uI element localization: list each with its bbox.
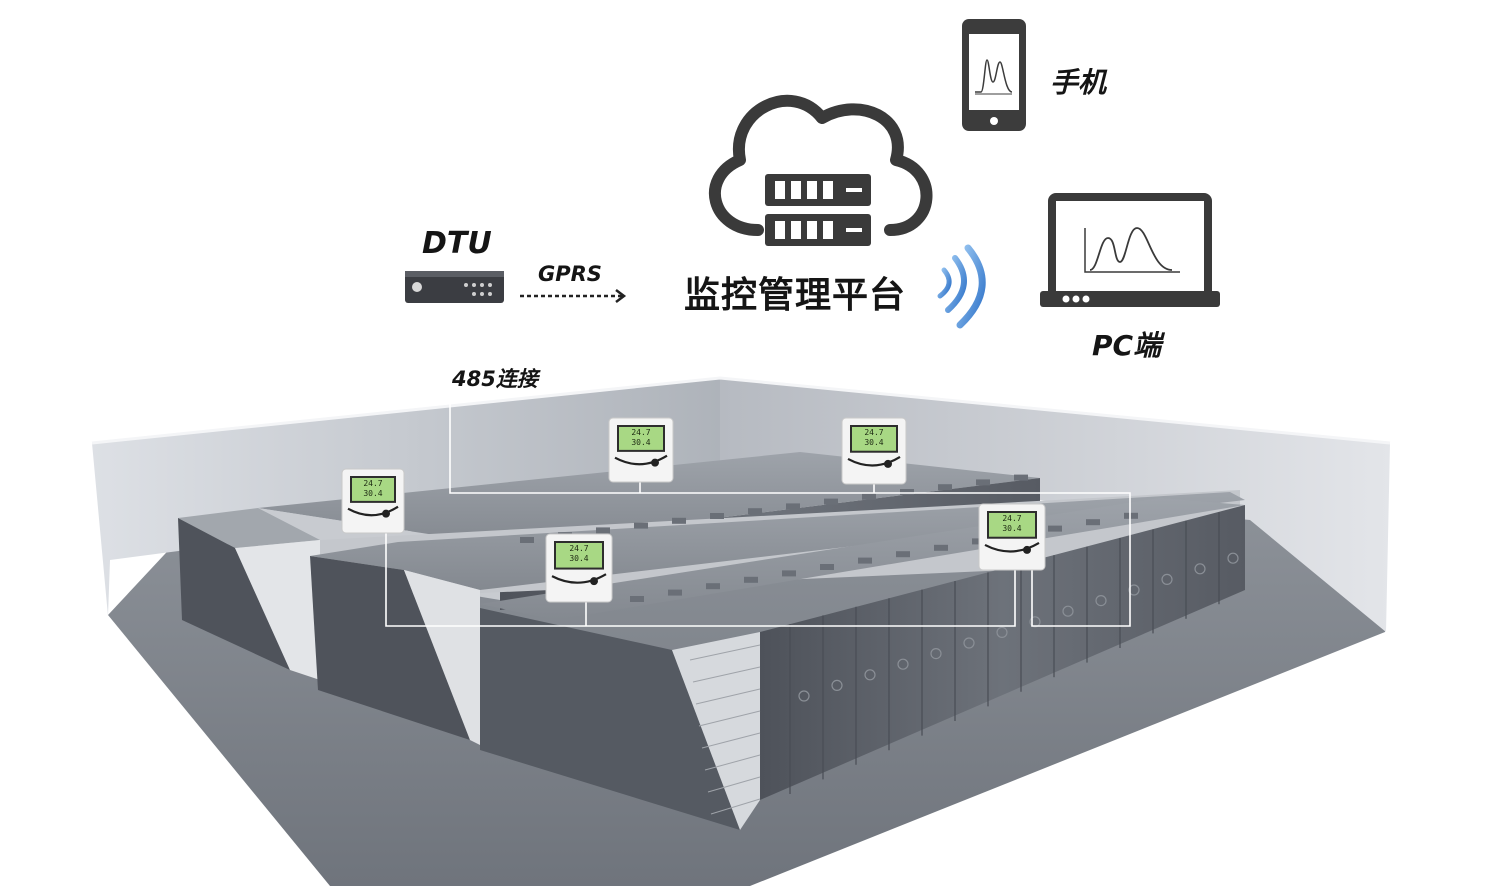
cloud-server-icon (709, 94, 933, 246)
sensor-temperature-reading: 24.7 (864, 428, 883, 437)
sensor-humidity-reading: 30.4 (631, 438, 650, 447)
mobile-phone-icon (962, 19, 1026, 131)
dtu-device-icon (405, 271, 504, 303)
gprs-label: GPRS (538, 262, 602, 286)
sensor-device-icon: 24.730.4 (608, 417, 674, 483)
sensor-temperature-reading: 24.7 (1002, 514, 1021, 523)
laptop-icon (1040, 193, 1220, 307)
cabinet-details (520, 474, 1239, 815)
front-cabinet-end (480, 608, 740, 830)
sensor-group: 24.730.424.730.424.730.424.730.424.730.4 (341, 417, 1046, 603)
sensor-temperature-reading: 24.7 (631, 428, 650, 437)
sensor-temperature-reading: 24.7 (363, 479, 382, 488)
dtu-label: DTU (422, 226, 492, 261)
sensor-device-icon: 24.730.4 (978, 503, 1046, 571)
sensor-humidity-reading: 30.4 (1002, 524, 1021, 533)
sensor-humidity-reading: 30.4 (569, 554, 588, 563)
rs485-connection-label: 485连接 (452, 367, 538, 391)
front-cabinet-side (760, 505, 1245, 800)
sensor-device-icon: 24.730.4 (841, 417, 907, 485)
gprs-arrow (520, 289, 627, 303)
sensor-humidity-reading: 30.4 (864, 438, 883, 447)
pc-label: PC端 (1092, 329, 1162, 362)
phone-label: 手机 (1050, 66, 1107, 99)
sensor-temperature-reading: 24.7 (569, 544, 588, 553)
sensor-humidity-reading: 30.4 (363, 489, 382, 498)
sensor-device-icon: 24.730.4 (545, 533, 613, 603)
monitoring-platform-label: 监控管理平台 (684, 275, 907, 316)
wireless-signal-icon (937, 244, 986, 329)
sensor-device-icon: 24.730.4 (341, 468, 405, 534)
